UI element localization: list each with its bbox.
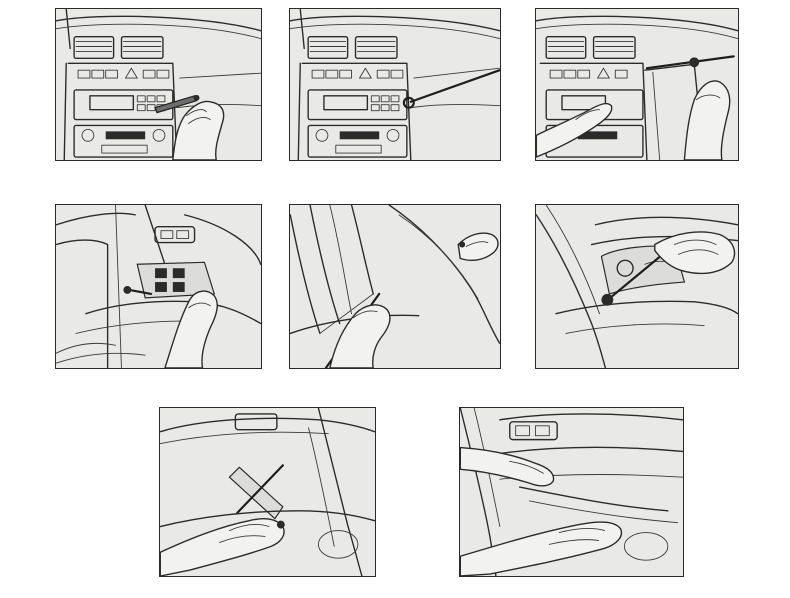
step-5-panel bbox=[289, 204, 501, 369]
step-8-panel bbox=[459, 407, 684, 577]
dashboard-radio-illustration bbox=[536, 15, 738, 160]
step-7-panel bbox=[159, 407, 376, 577]
door-panel-removal-illustration bbox=[460, 408, 683, 576]
step-6-panel bbox=[535, 204, 739, 369]
dashboard-radio-illustration bbox=[56, 9, 261, 160]
door-handle-bezel-illustration bbox=[536, 205, 738, 368]
step-3-panel bbox=[535, 8, 739, 161]
dashboard-radio-illustration bbox=[290, 9, 500, 160]
step-1-panel bbox=[55, 8, 262, 161]
step-4-panel bbox=[55, 204, 262, 369]
door-pillar-illustration bbox=[290, 205, 500, 368]
door-panel-lower-illustration bbox=[160, 408, 375, 576]
door-switch-panel-illustration bbox=[56, 205, 261, 368]
step-2-panel bbox=[289, 8, 501, 161]
